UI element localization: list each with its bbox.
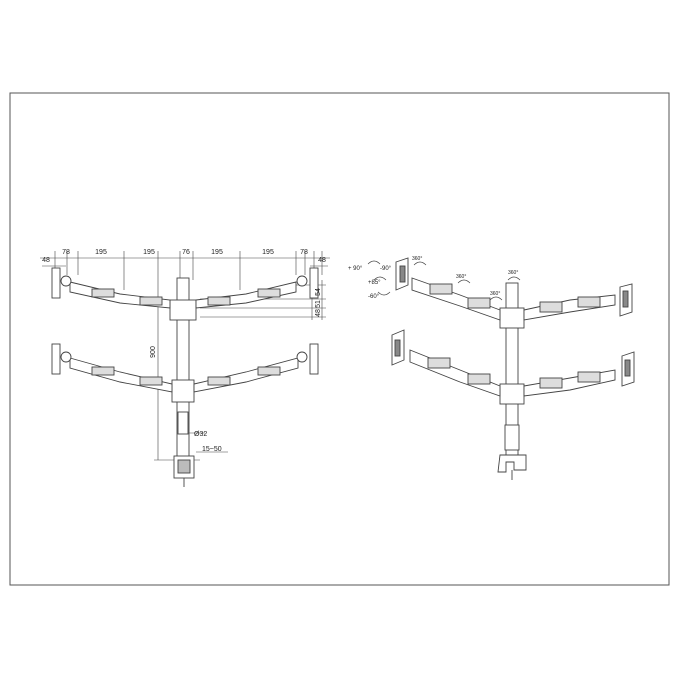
front-lower-arms <box>69 357 299 393</box>
front-desk-clamp <box>173 455 195 487</box>
front-pole-collar <box>177 411 189 435</box>
iso-view <box>367 257 635 480</box>
front-vesa-plates <box>51 267 319 375</box>
dimension-label: 195 <box>262 249 274 256</box>
dimension-label: 48 <box>42 257 50 264</box>
rotation-label: 360° <box>508 270 518 276</box>
iso-upper-hub <box>499 307 525 329</box>
front-lower-hub <box>171 379 195 403</box>
front-view <box>40 251 330 487</box>
iso-lower-hub <box>499 383 525 405</box>
tilt-down-label: -90° <box>380 266 392 272</box>
pole-height-label: 900 <box>150 346 157 358</box>
iso-rotation-arrows <box>367 260 521 301</box>
iso-vesa-plates <box>391 257 635 387</box>
iso-pole-collar <box>504 424 520 451</box>
iso-labels: + 90° -90° +85° -60° 360° 360° 360° 360° <box>348 256 518 300</box>
dimension-label: 195 <box>143 249 155 256</box>
dimension-label: 48 <box>315 309 322 317</box>
dimension-label: 48 <box>318 257 326 264</box>
swivel-up-label: +85° <box>368 280 381 286</box>
dimension-label: 76 <box>182 249 190 256</box>
swivel-down-label: -60° <box>368 294 380 300</box>
pole-diameter-label: Ø32 <box>194 431 207 438</box>
iso-upper-arms <box>411 277 616 321</box>
iso-desk-clamp <box>497 454 527 480</box>
clamp-range-label: 15~50 <box>202 446 222 453</box>
front-upper-arms <box>69 281 297 309</box>
dimension-label: 195 <box>211 249 223 256</box>
tilt-up-label: + 90° <box>348 266 363 272</box>
drawing-border <box>9 92 670 586</box>
iso-lower-arms <box>409 349 616 397</box>
rotation-label: 360° <box>490 291 500 297</box>
front-dimension-labels: 48 78 195 195 76 195 195 78 48 54 51 48 … <box>42 249 326 453</box>
front-upper-hub <box>169 299 197 321</box>
dimension-label: 78 <box>62 249 70 256</box>
dimension-label: 54 <box>315 288 322 296</box>
rotation-label: 360° <box>456 274 466 280</box>
dimension-label: 195 <box>95 249 107 256</box>
rotation-label: 360° <box>412 256 422 262</box>
dimension-label: 78 <box>300 249 308 256</box>
dimension-label: 51 <box>315 300 322 308</box>
top-dimension-lines <box>40 251 330 300</box>
